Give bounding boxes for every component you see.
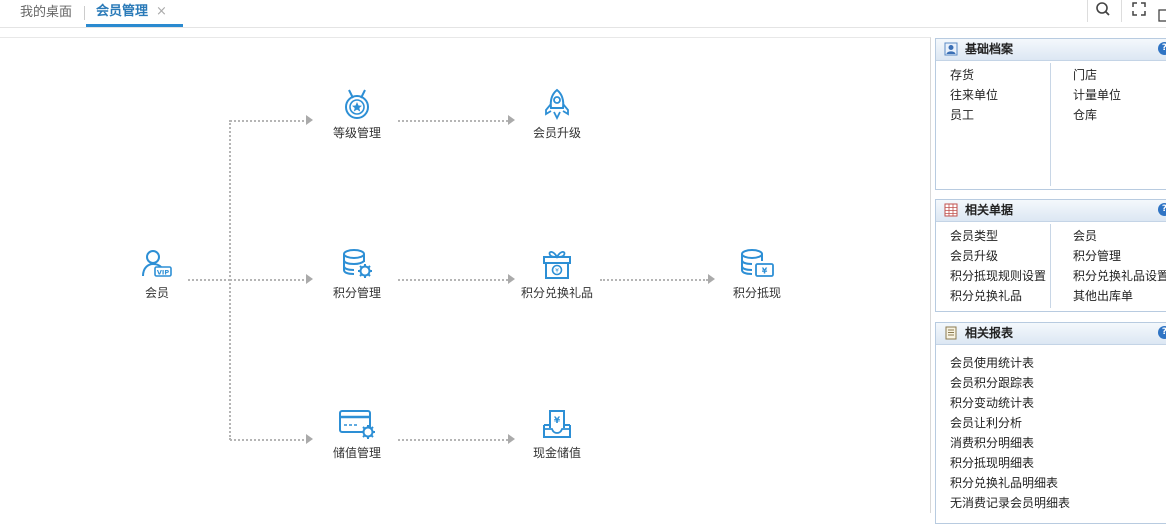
link-column-left: 存货 往来单位 员工: [950, 65, 998, 125]
help-icon[interactable]: ?: [1158, 42, 1166, 55]
link-report-gift-exchange-detail[interactable]: 积分兑换礼品明细表: [950, 476, 1059, 490]
column-divider: [1050, 63, 1051, 186]
link-report-member-usage[interactable]: 会员使用统计表: [950, 356, 1035, 370]
link-other-outbound[interactable]: 其他出库单: [1073, 289, 1134, 303]
link-column-right: 会员 积分管理 积分兑换礼品设置 其他出库单: [1073, 226, 1166, 306]
node-label: 等级管理: [332, 126, 381, 140]
report-icon: [945, 326, 957, 340]
connector-line: [230, 120, 308, 122]
arrow-icon: [306, 274, 313, 284]
link-warehouse[interactable]: 仓库: [1073, 108, 1098, 122]
help-icon[interactable]: ?: [1158, 326, 1166, 339]
node-level-management[interactable]: 等级管理: [307, 88, 407, 141]
tab-member-label: 会员管理: [96, 4, 149, 19]
panel-header: 基础档案 ?: [936, 39, 1166, 61]
node-member[interactable]: VIP 会员: [107, 248, 207, 301]
connector-line: [188, 279, 230, 281]
node-label: 积分兑换礼品: [520, 286, 593, 300]
link-column-left: 会员类型 会员升级 积分抵现规则设置 积分兑换礼品: [950, 226, 1046, 306]
connector-line: [398, 120, 508, 122]
arrow-icon: [508, 434, 515, 444]
link-employees[interactable]: 员工: [950, 108, 975, 122]
node-label: 储值管理: [332, 446, 381, 460]
node-points-management[interactable]: 积分管理: [307, 248, 407, 301]
points-gear-icon: [343, 249, 372, 278]
connector-line: [230, 279, 308, 281]
member-vip-icon: VIP: [142, 250, 172, 277]
table-icon: [944, 203, 958, 217]
node-stored-value-management[interactable]: 储值管理: [307, 408, 407, 461]
node-label: 会员升级: [532, 126, 581, 140]
link-report-points-change[interactable]: 积分变动统计表: [950, 396, 1035, 410]
link-units[interactable]: 计量单位: [1073, 88, 1122, 102]
link-member-type[interactable]: 会员类型: [950, 229, 999, 243]
panel-title: 相关报表: [965, 326, 1014, 340]
node-label: 积分管理: [332, 286, 381, 300]
node-cash-stored-value[interactable]: ¥ 现金储值: [507, 408, 607, 461]
connector-line: [600, 279, 708, 281]
cash-coins-icon: ¥: [741, 249, 774, 277]
link-gift-exchange[interactable]: 积分兑换礼品: [950, 289, 1023, 303]
panel-header: 相关报表 ?: [936, 323, 1166, 345]
link-report-cashout-detail[interactable]: 积分抵现明细表: [950, 456, 1035, 470]
link-stores[interactable]: 门店: [1073, 68, 1098, 82]
rocket-icon: [545, 88, 569, 120]
tab-my-desktop[interactable]: 我的桌面: [19, 5, 72, 20]
node-label: 会员: [144, 286, 169, 300]
card-gear-icon: [339, 410, 375, 439]
link-gift-settings[interactable]: 积分兑换礼品设置: [1073, 269, 1166, 283]
window-icon[interactable]: [1156, 0, 1166, 22]
svg-text:¥: ¥: [762, 267, 768, 276]
arrow-icon: [508, 274, 515, 284]
fullscreen-icon[interactable]: [1121, 0, 1152, 22]
user-card-icon: [944, 42, 958, 56]
link-points-management[interactable]: 积分管理: [1073, 249, 1122, 263]
flow-canvas: [0, 37, 931, 513]
panel-title: 相关单据: [965, 203, 1014, 217]
link-column-right: 门店 计量单位 仓库: [1073, 65, 1121, 125]
arrow-icon: [306, 115, 313, 125]
arrow-icon: [708, 274, 715, 284]
column-divider: [1050, 224, 1051, 308]
svg-text:¥: ¥: [555, 268, 559, 275]
link-inventory[interactable]: 存货: [950, 68, 975, 82]
medal-icon: [345, 89, 369, 119]
panel-header: 相关单据 ?: [936, 200, 1166, 222]
tab-close-icon[interactable]: ×: [156, 4, 167, 19]
link-partners[interactable]: 往来单位: [950, 88, 999, 102]
connector-line: [398, 279, 508, 281]
help-icon[interactable]: ?: [1158, 203, 1166, 216]
svg-text:VIP: VIP: [157, 269, 169, 277]
arrow-icon: [306, 434, 313, 444]
panel-related-reports: 相关报表 ? 会员使用统计表 会员积分跟踪表 积分变动统计表 会员让利分析 消费…: [935, 322, 1166, 524]
tab-bar: 我的桌面 会员管理 ×: [0, 0, 1166, 28]
connector-line: [398, 439, 508, 441]
gift-icon: ¥: [543, 250, 571, 279]
node-points-gift-exchange[interactable]: ¥ 积分兑换礼品: [507, 248, 607, 301]
link-member[interactable]: 会员: [1073, 229, 1098, 243]
connector-line: [230, 439, 308, 441]
link-member-upgrade[interactable]: 会员升级: [950, 249, 999, 263]
tab-member-management[interactable]: 会员管理 ×: [86, 0, 183, 27]
search-icon[interactable]: [1087, 0, 1118, 22]
node-label: 积分抵现: [732, 286, 781, 300]
link-report-no-consumption[interactable]: 无消费记录会员明细表: [950, 496, 1071, 510]
link-report-consumption-points[interactable]: 消费积分明细表: [950, 436, 1035, 450]
link-column: 会员使用统计表 会员积分跟踪表 积分变动统计表 会员让利分析 消费积分明细表 积…: [950, 353, 1070, 513]
tab-divider: [84, 6, 85, 20]
node-points-cashout[interactable]: ¥ 积分抵现: [707, 248, 807, 301]
link-report-points-tracking[interactable]: 会员积分跟踪表: [950, 376, 1035, 390]
node-label: 现金储值: [532, 446, 581, 460]
panel-title: 基础档案: [965, 42, 1014, 56]
cash-deposit-icon: ¥: [543, 410, 571, 438]
link-report-discount-analysis[interactable]: 会员让利分析: [950, 416, 1023, 430]
svg-text:¥: ¥: [554, 416, 561, 426]
arrow-icon: [508, 115, 515, 125]
panel-basic-files: 基础档案 ? 存货 往来单位 员工 门店 计量单位 仓库: [935, 38, 1166, 190]
link-cashout-rules[interactable]: 积分抵现规则设置: [950, 269, 1047, 283]
panel-related-documents: 相关单据 ? 会员类型 会员升级 积分抵现规则设置 积分兑换礼品 会员 积分管理…: [935, 199, 1166, 312]
node-member-upgrade[interactable]: 会员升级: [507, 88, 607, 141]
